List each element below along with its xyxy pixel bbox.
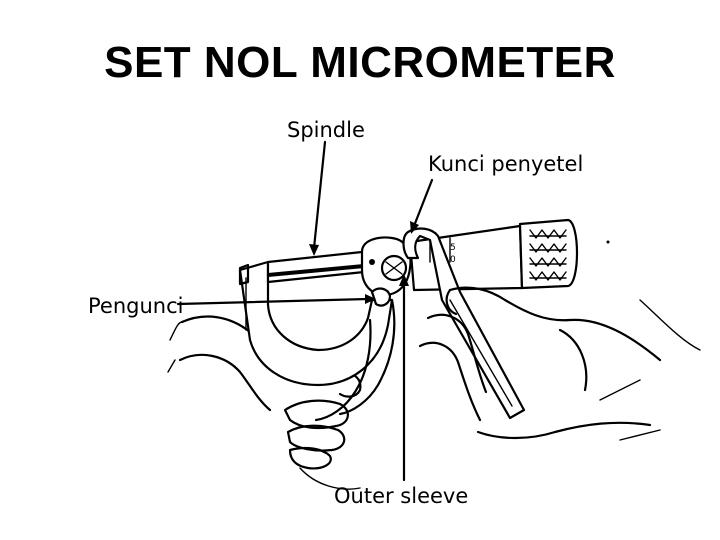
spindle bbox=[266, 250, 366, 284]
spindle-label: Spindle bbox=[287, 118, 365, 142]
scale-mark-0: 0 bbox=[450, 255, 456, 265]
adjusting-wrench bbox=[402, 227, 526, 420]
kunci-penyetel-label: Kunci penyetel bbox=[428, 152, 584, 176]
scale-mark-5: 5 bbox=[450, 243, 456, 253]
outer-sleeve-label: Outer sleeve bbox=[334, 484, 469, 508]
lock-housing bbox=[360, 236, 412, 297]
pengunci-label: Pengunci bbox=[88, 294, 184, 318]
right-hand bbox=[418, 286, 701, 441]
micrometer-frame bbox=[238, 260, 396, 422]
lock-lever bbox=[370, 287, 392, 307]
thimble-knurling bbox=[529, 229, 567, 281]
page-title: SET NOL MICROMETER bbox=[104, 38, 616, 87]
leader-lines bbox=[176, 140, 434, 482]
